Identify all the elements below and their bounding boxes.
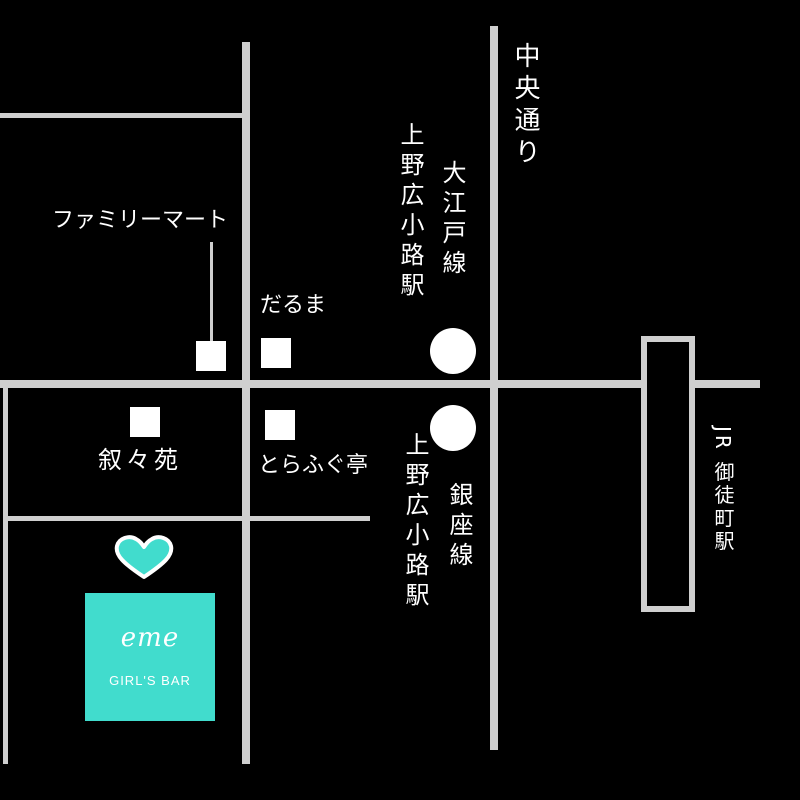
street-label-chuo-dori: 中央通り [510,42,540,170]
station-line-ginza: 銀座線 [445,482,473,572]
landmark-marker-jojoen [130,407,160,437]
destination-name: eme [120,623,180,653]
landmark-label-daruma: だるま [260,293,327,318]
station-name-ginza: 上野広小路駅 [401,432,429,612]
landmark-label-jojoen: 叙々苑 [98,446,182,474]
heart-icon [114,535,174,579]
station-name-oedo: 上野広小路駅 [396,122,424,302]
road-vertical-chuo-dori [490,26,498,750]
road-vertical-main [242,42,250,764]
station-marker-ginza [430,405,476,451]
station-marker-jr-okachimachi [641,336,695,612]
landmark-label-torafugu: とらふぐ亭 [258,453,369,478]
station-line-oedo: 大江戸線 [438,160,466,280]
landmark-label-familymart: ファミリーマート [52,208,229,233]
landmark-pointer-familymart [210,242,213,344]
road-horizontal-main [0,380,760,388]
road-vertical-left-edge [3,386,8,764]
station-marker-oedo [430,328,476,374]
destination-subtitle: GIRL'S BAR [109,673,191,688]
road-horizontal-lower-left [5,516,370,521]
destination-logo-eme: eme GIRL'S BAR [85,593,215,721]
landmark-marker-torafugu [265,410,295,440]
station-name-jr-okachimachi: JR 御徒町駅 [711,426,735,554]
landmark-marker-daruma [261,338,291,368]
landmark-marker-familymart [196,341,226,371]
road-horizontal-upper-left [0,113,246,118]
